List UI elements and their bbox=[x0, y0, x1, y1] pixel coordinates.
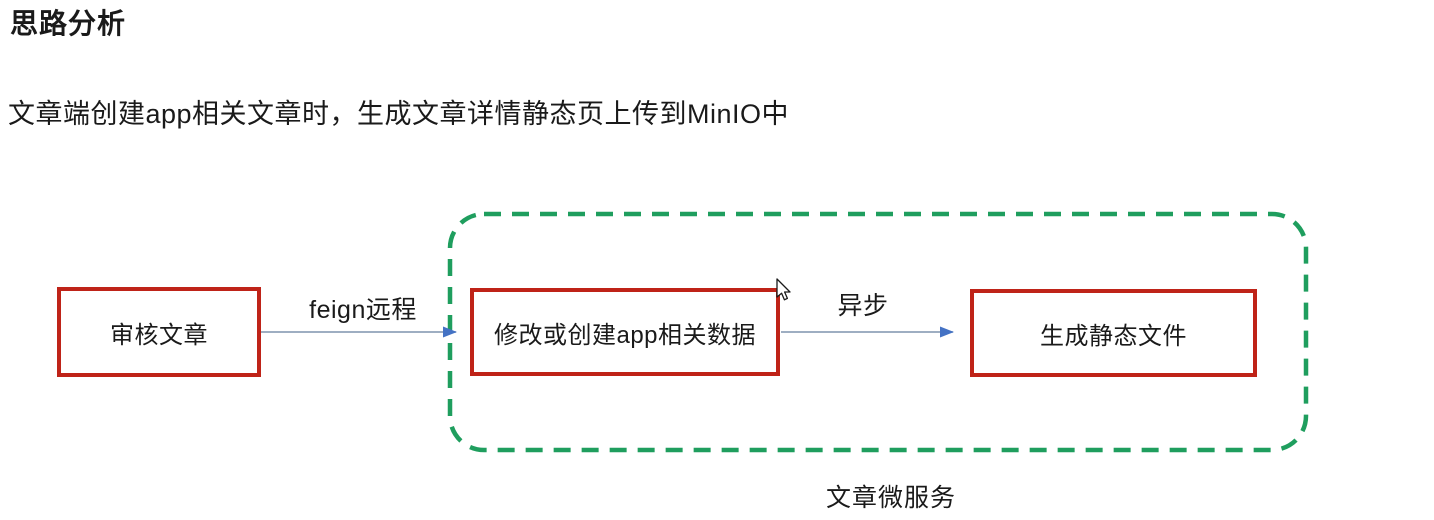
page-title: 思路分析 bbox=[10, 8, 127, 39]
node-modify-or-create-app-data: 修改或创建app相关数据 bbox=[470, 288, 780, 376]
edge-label-async: 异步 bbox=[837, 292, 889, 320]
description-text: 文章端创建app相关文章时，生成文章详情静态页上传到MinIO中 bbox=[8, 99, 790, 129]
microservice-group-label: 文章微服务 bbox=[825, 484, 957, 512]
node-generate-static-file: 生成静态文件 bbox=[970, 289, 1257, 377]
node-review-article: 审核文章 bbox=[57, 287, 261, 377]
edge-label-feign-remote: feign远程 bbox=[309, 296, 417, 324]
